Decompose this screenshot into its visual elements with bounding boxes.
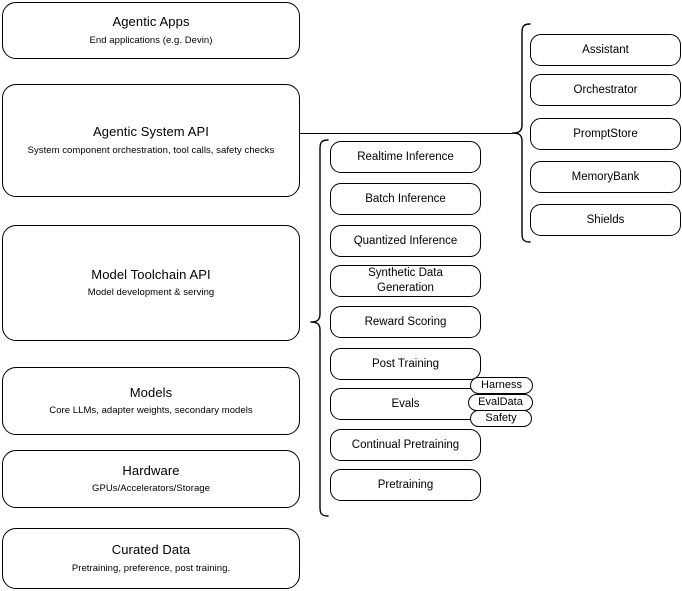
- evals-badge-label: Harness: [481, 379, 522, 391]
- capability-label: Batch Inference: [365, 192, 446, 205]
- layer-model-toolchain-api[interactable]: Model Toolchain API Model development & …: [2, 225, 300, 341]
- brace-agentic-system-components: [506, 22, 532, 244]
- capability-synthetic-data-generation[interactable]: Synthetic Data Generation: [330, 265, 481, 297]
- capability-label: Reward Scoring: [364, 315, 447, 328]
- layer-agentic-apps[interactable]: Agentic Apps End applications (e.g. Devi…: [2, 2, 300, 59]
- component-shields[interactable]: Shields: [530, 204, 681, 236]
- layer-title: Agentic System API: [93, 124, 209, 140]
- component-label: Orchestrator: [573, 83, 638, 96]
- evals-badge-label: Safety: [485, 412, 517, 424]
- layer-subtitle: System component orchestration, tool cal…: [27, 144, 275, 156]
- connector-line-agentic-system-api: [300, 133, 513, 134]
- brace-model-toolchain-capabilities: [300, 138, 330, 520]
- layer-hardware[interactable]: Hardware GPUs/Accelerators/Storage: [2, 450, 300, 508]
- evals-badge-evaldata[interactable]: EvalData: [468, 394, 533, 411]
- layer-curated-data[interactable]: Curated Data Pretraining, preference, po…: [2, 528, 300, 589]
- capability-reward-scoring[interactable]: Reward Scoring: [330, 306, 481, 338]
- layer-subtitle: Core LLMs, adapter weights, secondary mo…: [49, 405, 253, 417]
- component-label: Assistant: [582, 43, 629, 56]
- capability-post-training[interactable]: Post Training: [330, 348, 481, 380]
- layer-subtitle: Model development & serving: [87, 287, 215, 299]
- capability-continual-pretraining[interactable]: Continual Pretraining: [330, 429, 481, 461]
- component-assistant[interactable]: Assistant: [530, 34, 681, 66]
- layer-title: Agentic Apps: [112, 14, 190, 30]
- capability-label: Quantized Inference: [353, 234, 458, 247]
- layer-agentic-system-api[interactable]: Agentic System API System component orch…: [2, 84, 300, 197]
- component-memorybank[interactable]: MemoryBank: [530, 161, 681, 193]
- component-label: Shields: [586, 213, 625, 226]
- capability-label: Synthetic Data Generation: [368, 267, 443, 294]
- evals-badge-safety[interactable]: Safety: [470, 410, 532, 427]
- evals-badge-label: EvalData: [478, 396, 523, 408]
- capability-batch-inference[interactable]: Batch Inference: [330, 183, 481, 215]
- layer-title: Models: [129, 384, 173, 400]
- capability-label: Realtime Inference: [357, 150, 454, 163]
- layer-subtitle: GPUs/Accelerators/Storage: [92, 483, 210, 495]
- component-orchestrator[interactable]: Orchestrator: [530, 74, 681, 106]
- layer-title: Curated Data: [111, 542, 191, 558]
- layer-subtitle: Pretraining, preference, post training.: [71, 562, 231, 574]
- capability-label: Pretraining: [377, 478, 434, 491]
- evals-badge-harness[interactable]: Harness: [470, 377, 533, 394]
- capability-label: Post Training: [371, 357, 440, 370]
- capability-label: Continual Pretraining: [351, 438, 460, 451]
- layer-title: Model Toolchain API: [91, 266, 211, 282]
- layer-title: Hardware: [122, 462, 180, 478]
- component-label: PromptStore: [573, 127, 638, 140]
- capability-realtime-inference[interactable]: Realtime Inference: [330, 141, 481, 173]
- layer-models[interactable]: Models Core LLMs, adapter weights, secon…: [2, 367, 300, 435]
- component-label: MemoryBank: [571, 170, 640, 183]
- capability-evals[interactable]: Evals: [330, 388, 481, 420]
- capability-pretraining[interactable]: Pretraining: [330, 469, 481, 501]
- capability-label: Evals: [391, 397, 420, 410]
- capability-quantized-inference[interactable]: Quantized Inference: [330, 225, 481, 257]
- layer-subtitle: End applications (e.g. Devin): [89, 34, 213, 46]
- component-promptstore[interactable]: PromptStore: [530, 118, 681, 150]
